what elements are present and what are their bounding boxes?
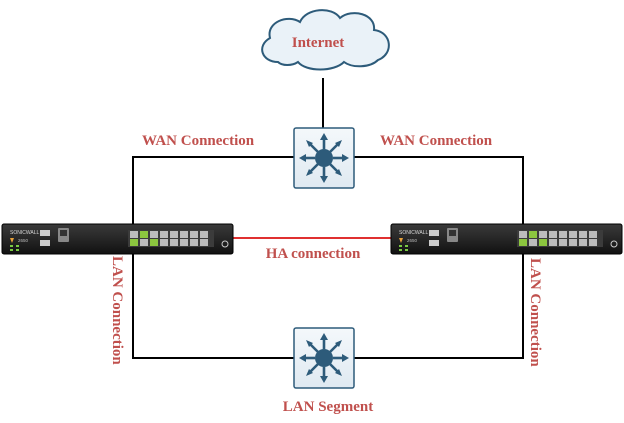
- firewall-brand: SONICWALL: [399, 230, 428, 236]
- firewall-left: SONICWALL 2650: [1, 223, 234, 255]
- network-switch-icon: [297, 331, 351, 385]
- firewall-brand: SONICWALL: [10, 230, 39, 236]
- port-block: [128, 230, 214, 247]
- lan-left-line: [132, 254, 294, 359]
- wan-left-line: [132, 156, 294, 224]
- ha-connection-label: HA connection: [266, 246, 361, 262]
- internet-label: Internet: [292, 35, 345, 51]
- firewall-right: SONICWALL 2650: [390, 223, 623, 255]
- cloud-icon: [261, 9, 390, 71]
- lan-switch: [293, 327, 355, 389]
- core-switch: [293, 127, 355, 189]
- wan-connection-left-label: WAN Connection: [142, 133, 255, 149]
- firewall-model: 2650: [18, 238, 29, 243]
- lan-connection-left-label: LAN Connection: [109, 256, 125, 365]
- connection-lines: [132, 78, 524, 359]
- port-block: [517, 230, 603, 247]
- lan-right-line: [354, 254, 524, 359]
- lan-connection-right-label: LAN Connection: [527, 258, 543, 367]
- wan-connection-right-label: WAN Connection: [380, 133, 493, 149]
- wan-right-line: [354, 156, 524, 224]
- lan-segment-label: LAN Segment: [283, 399, 373, 415]
- network-switch-icon: [297, 131, 351, 185]
- firewall-model: 2650: [407, 238, 418, 243]
